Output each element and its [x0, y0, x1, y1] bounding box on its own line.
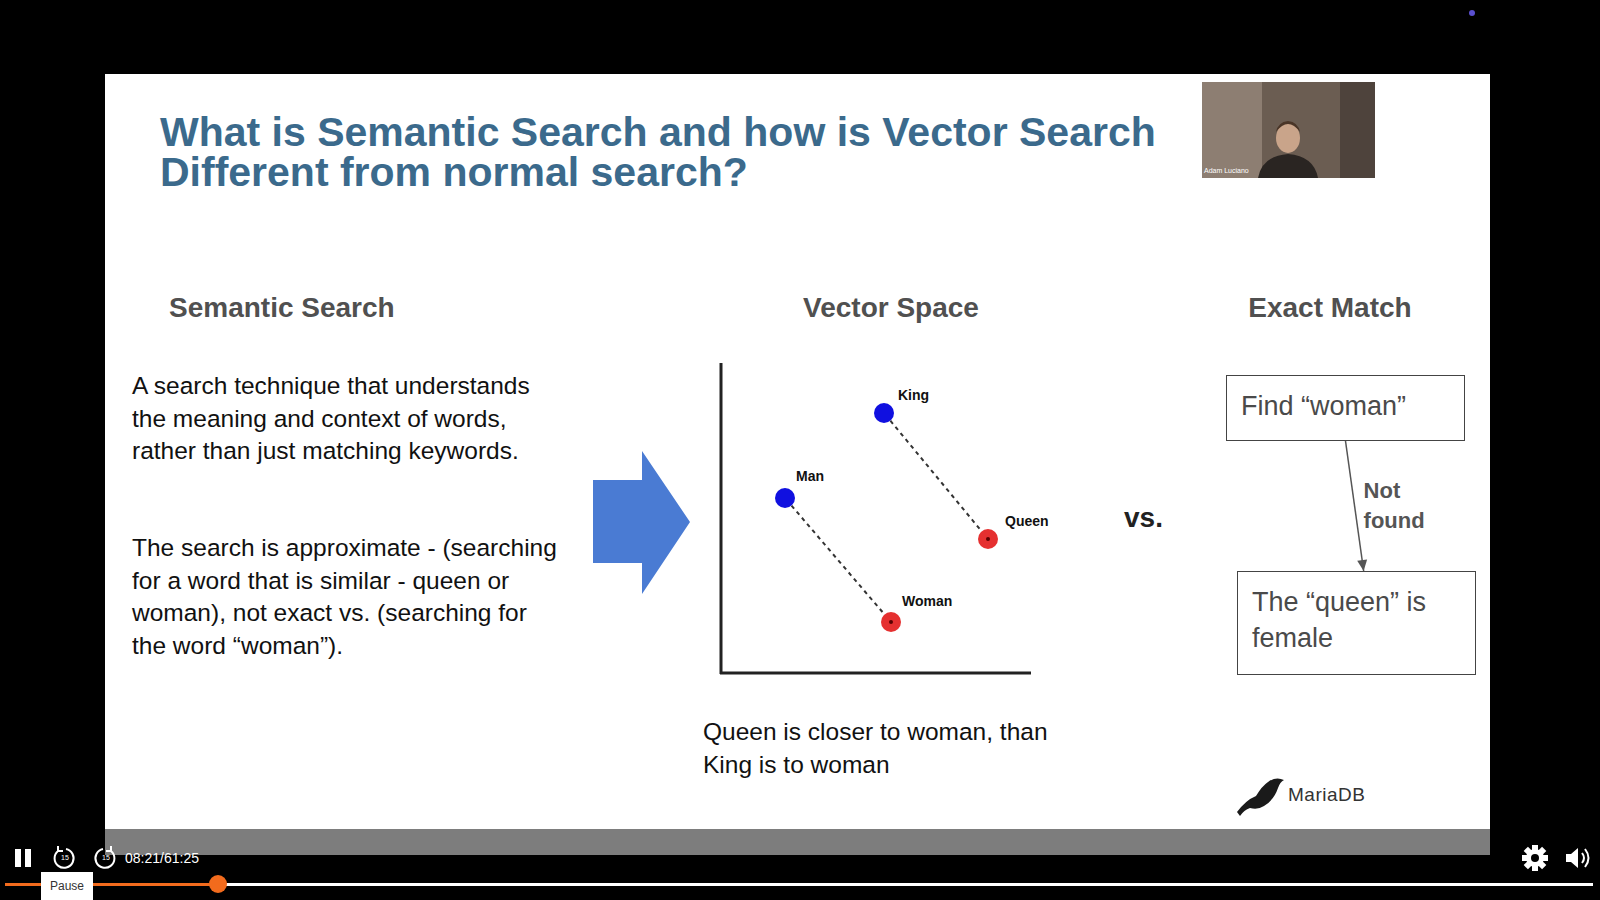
- skip-seconds: 15: [59, 854, 71, 861]
- logo-text: MariaDB: [1288, 784, 1365, 806]
- pause-icon: [15, 849, 31, 867]
- point-label: Queen: [1005, 513, 1049, 529]
- box-text: The “queen” is female: [1252, 584, 1461, 656]
- point-label: Man: [796, 468, 824, 484]
- progress-track: [5, 883, 1593, 886]
- speaker-name: Adam Luciano: [1204, 167, 1249, 174]
- settings-gear: [1522, 845, 1548, 871]
- chart-axes: [720, 363, 1031, 674]
- mariadb-logo: [1237, 778, 1284, 816]
- tooltip: Pause: [41, 872, 93, 900]
- arrow-head: [1357, 559, 1367, 571]
- body-text: A search technique that understands the …: [132, 370, 562, 468]
- column-heading: Semantic Search: [169, 292, 395, 324]
- point-center: [889, 620, 893, 624]
- dashed-connector: [791, 506, 884, 615]
- column-heading: Vector Space: [791, 292, 991, 324]
- body-text: The search is approximate - (searching f…: [132, 532, 562, 662]
- time-display: 08:21/61:25: [125, 850, 199, 866]
- flow-arrow: [593, 451, 690, 594]
- vector-point: Man: [775, 488, 795, 508]
- point-center: [986, 537, 990, 541]
- webcam-feed: [1202, 82, 1375, 178]
- process-box: The “queen” is female: [1237, 571, 1476, 675]
- replay-icons: [55, 846, 115, 868]
- versus-label: vs.: [1124, 502, 1163, 534]
- progress-knob: [209, 875, 227, 893]
- process-box: Find “woman”: [1226, 375, 1465, 441]
- skip-seconds: 15: [100, 854, 112, 861]
- point-label: Woman: [902, 593, 952, 609]
- vector-point: King: [874, 403, 894, 423]
- volume-icon: [1566, 848, 1589, 868]
- progress-played: [5, 883, 218, 886]
- slide-title: What is Semantic Search and how is Vecto…: [160, 112, 1220, 192]
- box-text: Find “woman”: [1241, 388, 1450, 424]
- vector-point: Queen: [978, 529, 998, 549]
- edge-label: Not found: [1364, 476, 1436, 536]
- vector-point: Woman: [881, 612, 901, 632]
- dashed-connector: [890, 421, 981, 532]
- player-bar: [105, 829, 1490, 855]
- chart-caption: Queen is closer to woman, than King is t…: [703, 716, 1103, 781]
- arrow-connector: [1346, 441, 1364, 571]
- point-label: King: [898, 387, 929, 403]
- slide-background: [105, 74, 1490, 829]
- column-heading: Exact Match: [1230, 292, 1430, 324]
- status-dot: [1469, 10, 1475, 16]
